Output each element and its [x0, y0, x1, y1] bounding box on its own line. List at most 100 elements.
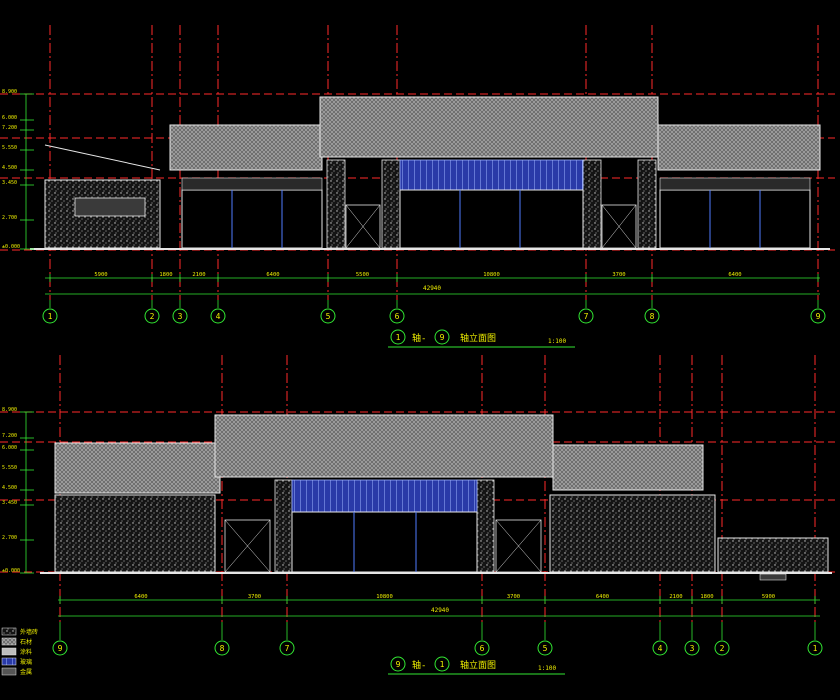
- legend-swatch: [1, 647, 17, 656]
- axis-lines-top: [49, 25, 819, 300]
- top-level-label: 7.200: [2, 125, 17, 131]
- title-top-to: 9: [440, 333, 445, 342]
- legend-swatch: [1, 657, 17, 666]
- bottom-level-label: ±0.000: [2, 568, 20, 574]
- bottom-level-label: 3.450: [2, 500, 17, 506]
- total-dim-top: 42940: [423, 285, 441, 292]
- bottom-segment-dim: 3700: [248, 594, 261, 600]
- bottom-axis-bubble: [214, 640, 230, 656]
- title-bottom-to: 1: [440, 660, 445, 669]
- bottom-axis-label: 6: [480, 644, 485, 653]
- top-axis-label: 3: [178, 312, 183, 321]
- roof-center: [319, 96, 659, 158]
- bottom-axis-bubble: [537, 640, 553, 656]
- top-level-label: 6.000: [2, 115, 17, 121]
- axis-lines-bottom: [59, 355, 816, 622]
- svg-text:轴-: 轴-: [412, 659, 426, 671]
- pillar-b1: [274, 479, 293, 573]
- roof-right: [657, 124, 821, 171]
- title-top: 1 轴- 9 轴立面图 1:100: [388, 329, 575, 348]
- top-axis-bubble: [320, 308, 336, 324]
- top-segment-dim: 1800: [159, 272, 172, 278]
- bottom-axis-label: 5: [543, 644, 548, 653]
- top-level-label: 5.550: [2, 145, 17, 151]
- legend-swatch: [1, 667, 17, 676]
- top-axis-label: 2: [150, 312, 155, 321]
- bottom-axis-label: 1: [813, 644, 818, 653]
- top-axis-bubble: [42, 308, 58, 324]
- bottom-axis-bubble: [652, 640, 668, 656]
- title-bottom-scale: 1:100: [538, 665, 556, 672]
- legend-swatch: [1, 627, 17, 636]
- top-axis-bubble: [210, 308, 226, 324]
- bottom-axis-bubble: [52, 640, 68, 656]
- top-segment-dim: 5500: [356, 272, 369, 278]
- top-segment-dim: 5900: [94, 272, 107, 278]
- pillar-mid-right: [582, 159, 602, 249]
- legend-label: 玻璃: [20, 658, 32, 666]
- bottom-segment-dim: 2100: [669, 594, 682, 600]
- pillar-left: [326, 159, 346, 249]
- bottom-level-label: 2.700: [2, 535, 17, 541]
- wall-b-right: [549, 494, 716, 573]
- wall-b-left: [54, 494, 216, 573]
- top-level-label: 8.900: [2, 89, 17, 95]
- top-axis-bubble: [172, 308, 188, 324]
- legend-label: 涂料: [20, 648, 32, 656]
- bottom-level-label: 5.550: [2, 465, 17, 471]
- bottom-axis-bubble: [279, 640, 295, 656]
- svg-text:轴-: 轴-: [412, 332, 426, 344]
- pillar-right: [637, 159, 657, 249]
- bottom-segment-dim: 6400: [596, 594, 609, 600]
- roof-left: [169, 124, 323, 171]
- pillar-mid-left: [381, 159, 401, 249]
- bottom-axis-bubble: [474, 640, 490, 656]
- legend-label: 外墙砖: [20, 628, 38, 636]
- title-bottom: 9 轴- 1 轴立面图 1:100: [388, 656, 565, 675]
- bottom-axis-label: 3: [690, 644, 695, 653]
- top-axis-label: 6: [395, 312, 400, 321]
- top-axis-bubble: [578, 308, 594, 324]
- storefront-b-center: [291, 511, 478, 573]
- bottom-axis-label: 2: [720, 644, 725, 653]
- top-axis-label: 1: [48, 312, 53, 321]
- total-dim-bottom: 42940: [431, 607, 449, 614]
- bottom-axis-label: 9: [58, 644, 63, 653]
- low-block-right: [717, 537, 829, 573]
- bottom-segment-dim: 10800: [376, 594, 393, 600]
- top-level-label: 4.500: [2, 165, 17, 171]
- bottom-axis-label: 7: [285, 644, 290, 653]
- top-level-label: 3.450: [2, 180, 17, 186]
- bottom-segment-dim: 1800: [700, 594, 713, 600]
- bottom-axis-bubble: [807, 640, 823, 656]
- storefront-left: [181, 189, 323, 249]
- bottom-axis-label: 4: [658, 644, 663, 653]
- bottom-segment-dim: 6400: [134, 594, 147, 600]
- bottom-level-label: 8.900: [2, 407, 17, 413]
- roof-b-right: [552, 444, 704, 491]
- glass-band-bottom: [291, 479, 478, 513]
- top-axis-label: 4: [216, 312, 221, 321]
- top-level-label: ±0.000: [2, 244, 20, 250]
- title-top-text: 轴立面图: [460, 332, 496, 344]
- glass-band-top: [399, 159, 584, 191]
- legend-swatch: [1, 637, 17, 646]
- top-level-label: 2.700: [2, 215, 17, 221]
- storefront-right: [659, 189, 811, 249]
- top-segment-dim: 6400: [728, 272, 741, 278]
- top-segment-dim: 6400: [266, 272, 279, 278]
- bottom-axis-bubble: [714, 640, 730, 656]
- storefront-center: [399, 189, 584, 249]
- top-segment-dim: 3700: [612, 272, 625, 278]
- title-bottom-from: 9: [396, 660, 401, 669]
- top-axis-bubble: [389, 308, 405, 324]
- top-axis-bubble: [810, 308, 826, 324]
- legend-label: 石材: [20, 638, 32, 646]
- legend-label: 金属: [20, 668, 32, 676]
- bottom-segment-dim: 3700: [507, 594, 520, 600]
- top-segment-dim: 2100: [192, 272, 205, 278]
